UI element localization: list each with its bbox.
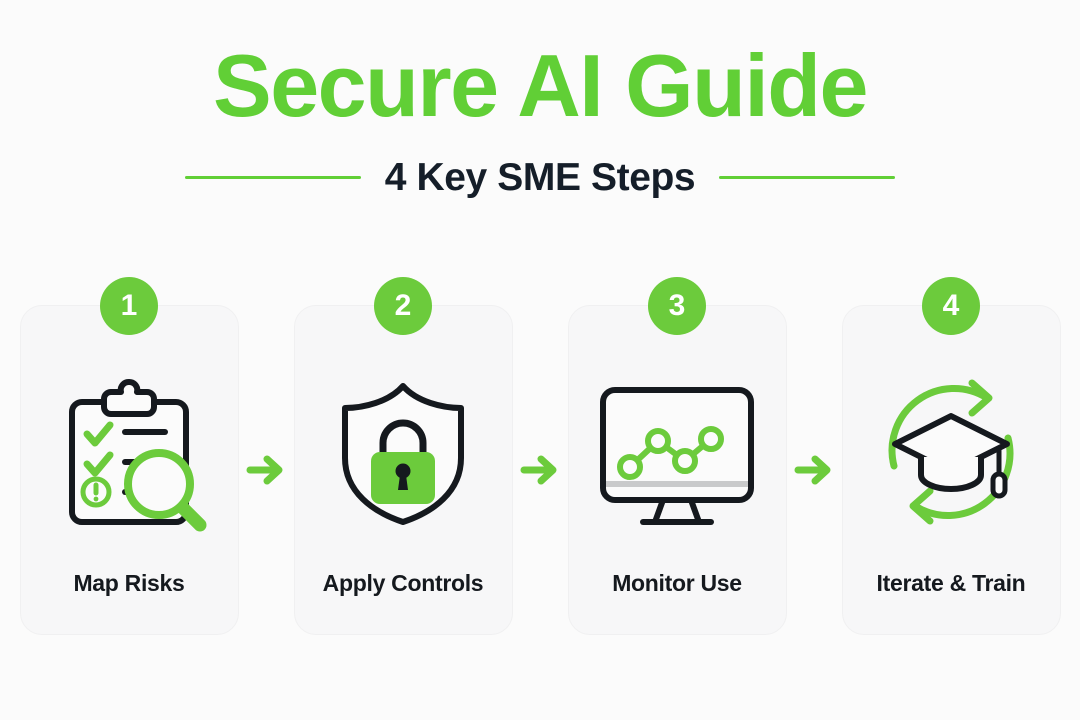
graduation-cap-refresh-icon — [888, 379, 1014, 525]
shield-lock-icon — [342, 383, 464, 525]
step-card-3[interactable]: 3 Monitor Use — [567, 277, 787, 635]
step-icon-1 — [21, 368, 238, 536]
divider-line-left — [184, 176, 361, 179]
clipboard-checklist-magnifier-icon — [69, 379, 207, 532]
connector-arrow-2 — [513, 305, 568, 635]
connector-arrow-1 — [239, 305, 294, 635]
step-icon-2 — [295, 368, 512, 536]
step-icon-4 — [843, 368, 1060, 536]
step-number-badge-3: 3 — [648, 277, 706, 335]
steps-row: 1 — [0, 276, 1080, 656]
arrow-right-icon — [520, 455, 557, 485]
arrow-right-icon — [794, 455, 831, 485]
step-number-badge-1: 1 — [100, 277, 158, 335]
subtitle-row: 4 Key SME Steps — [0, 158, 1080, 197]
monitor-line-chart-icon — [600, 387, 754, 525]
step-number-badge-2: 2 — [374, 277, 432, 335]
divider-line-right — [719, 176, 896, 179]
page-title: Secure AI Guide — [213, 36, 869, 135]
step-icon-3 — [569, 368, 786, 536]
step-card-2[interactable]: 2 Apply Controls — [293, 277, 513, 635]
step-label-4: Iterate & Train — [876, 569, 1026, 596]
step-label-1: Map Risks — [73, 569, 185, 596]
step-label-2: Apply Controls — [322, 569, 484, 596]
step-number-badge-4: 4 — [922, 277, 980, 335]
page-subtitle: 4 Key SME Steps — [384, 156, 696, 199]
header: Secure AI Guide 4 Key SME Steps — [0, 42, 1080, 197]
arrow-right-icon — [246, 455, 283, 485]
step-card-4[interactable]: 4 Iterate & Train — [841, 277, 1061, 635]
connector-arrow-3 — [787, 305, 842, 635]
step-label-3: Monitor Use — [612, 569, 742, 596]
step-card-1[interactable]: 1 — [19, 277, 239, 635]
